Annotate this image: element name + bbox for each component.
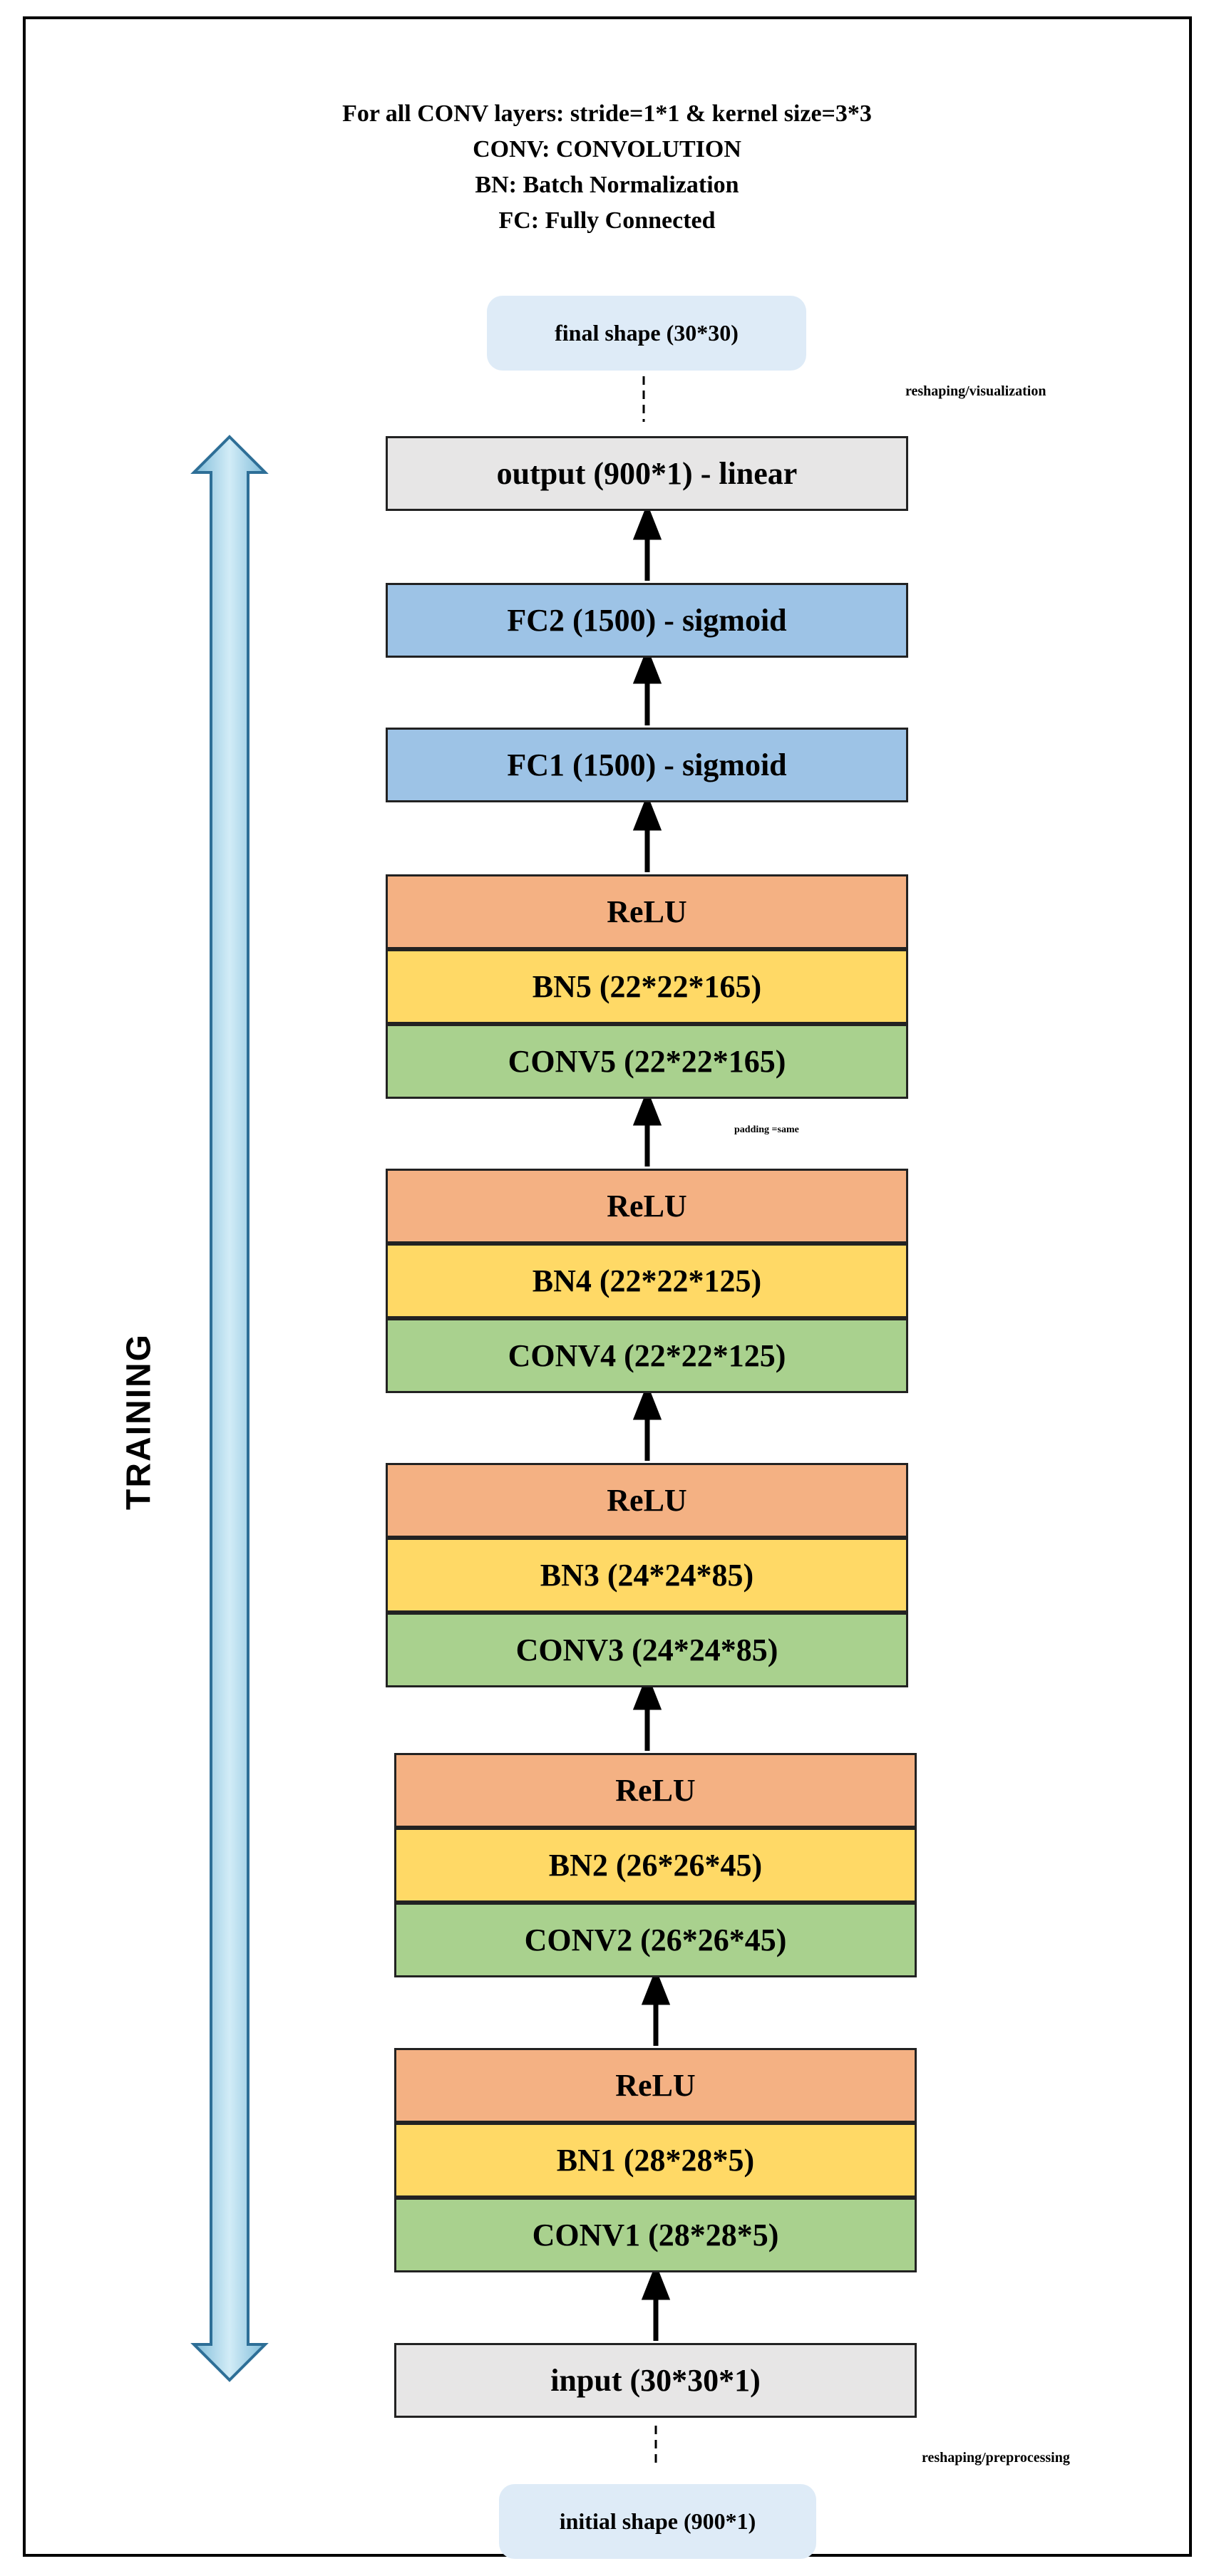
block4-relu: ReLU bbox=[386, 1169, 908, 1243]
block4-conv: CONV4 (22*22*125) bbox=[386, 1318, 908, 1393]
training-label: TRAINING bbox=[120, 1333, 158, 1510]
note-conv-abbrev: CONV: CONVOLUTION bbox=[473, 136, 741, 162]
note-bn-abbrev: BN: Batch Normalization bbox=[475, 172, 739, 198]
final-shape-pill: final shape (30*30) bbox=[487, 296, 806, 371]
block1-conv: CONV1 (28*28*5) bbox=[394, 2198, 917, 2272]
input-layer: input (30*30*1) bbox=[394, 2343, 917, 2418]
block2-conv: CONV2 (26*26*45) bbox=[394, 1903, 917, 1977]
output-layer: output (900*1) - linear bbox=[386, 436, 908, 511]
training-double-arrow bbox=[190, 435, 269, 2382]
block5-conv: CONV5 (22*22*165) bbox=[386, 1024, 908, 1099]
block2-relu: ReLU bbox=[394, 1753, 917, 1828]
block1-relu: ReLU bbox=[394, 2048, 917, 2123]
block4-bn: BN4 (22*22*125) bbox=[386, 1243, 908, 1318]
reshaping-preprocessing-label: reshaping/preprocessing bbox=[922, 2450, 1070, 2466]
note-fc-abbrev: FC: Fully Connected bbox=[498, 207, 716, 234]
reshaping-visualization-label: reshaping/visualization bbox=[905, 383, 1046, 399]
note-conv-params: For all CONV layers: stride=1*1 & kernel… bbox=[342, 100, 872, 127]
block1-bn: BN1 (28*28*5) bbox=[394, 2123, 917, 2198]
block5-relu: ReLU bbox=[386, 874, 908, 949]
initial-shape-pill: initial shape (900*1) bbox=[499, 2484, 816, 2559]
block3-relu: ReLU bbox=[386, 1463, 908, 1538]
block3-conv: CONV3 (24*24*85) bbox=[386, 1613, 908, 1687]
fc1-layer: FC1 (1500) - sigmoid bbox=[386, 728, 908, 802]
fc2-layer: FC2 (1500) - sigmoid bbox=[386, 583, 908, 658]
padding-label: padding =same bbox=[734, 1124, 799, 1135]
block5-bn: BN5 (22*22*165) bbox=[386, 949, 908, 1024]
block2-bn: BN2 (26*26*45) bbox=[394, 1828, 917, 1903]
block3-bn: BN3 (24*24*85) bbox=[386, 1538, 908, 1613]
